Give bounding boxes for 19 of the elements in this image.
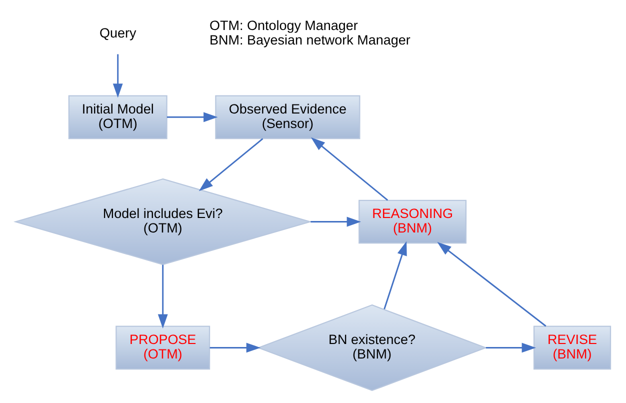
label: OTM: Ontology Manager [210, 18, 358, 34]
node-box: REVISE (BNM) [533, 326, 612, 370]
node-diamond: BN existence? (BNM) [256, 304, 488, 392]
node-box: Observed Evidence (Sensor) [215, 95, 360, 140]
node-text: Query [99, 25, 136, 40]
arrow [310, 216, 361, 227]
node-box: Initial Model (OTM) [68, 95, 168, 140]
arrow [486, 342, 536, 353]
arrow [158, 264, 168, 328]
node-box: PROPOSE (OTM) [116, 326, 210, 370]
arrow [437, 242, 546, 327]
arrow [112, 54, 123, 98]
label: BNM: Bayesian network Manager [210, 32, 410, 48]
arrow [166, 112, 218, 122]
arrow [310, 137, 388, 201]
node-box: REASONING (BNM) [358, 200, 467, 244]
arrow [384, 241, 407, 310]
arrow [198, 138, 264, 192]
arrow [210, 342, 261, 353]
